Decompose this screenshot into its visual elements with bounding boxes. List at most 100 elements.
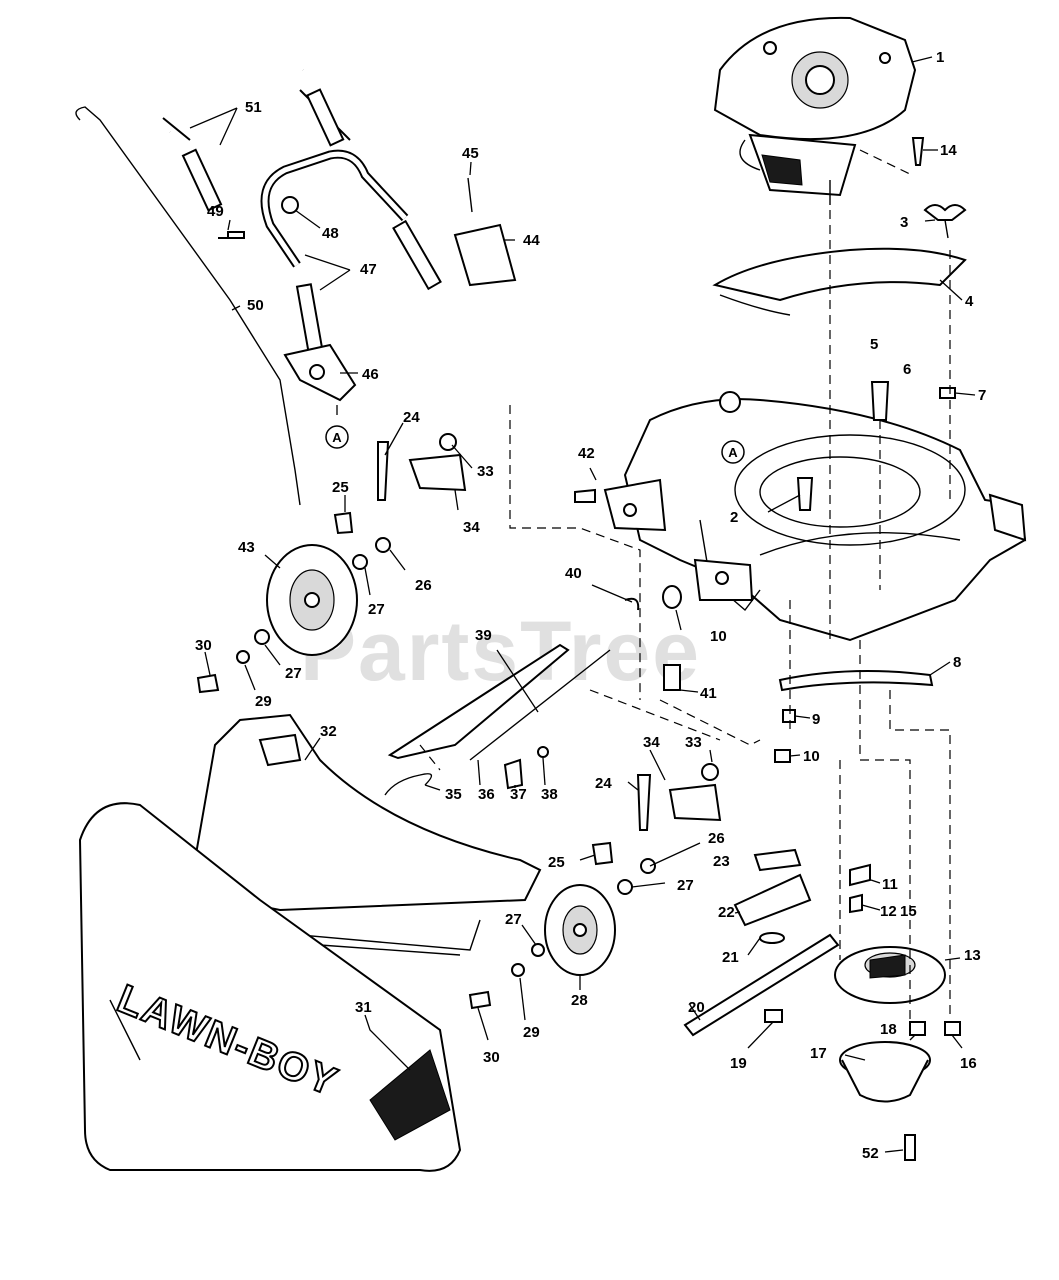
washer-29-upper — [236, 650, 250, 664]
spacer-27-upper — [352, 554, 368, 570]
callout-34-lower: 34 — [643, 734, 660, 751]
spring-35 — [384, 773, 433, 796]
washer-21 — [759, 932, 785, 944]
nut-16 — [944, 1021, 961, 1036]
callout-47: 47 — [360, 261, 377, 278]
callout-42: 42 — [578, 445, 595, 462]
callout-21: 21 — [722, 949, 739, 966]
height-lever-lower — [636, 763, 722, 831]
stiffener-22 — [733, 873, 812, 927]
cup-17 — [839, 1041, 931, 1103]
nut-10-lower — [774, 749, 791, 763]
spacer-26-upper — [375, 537, 391, 553]
baffle-plate — [712, 247, 967, 316]
callout-18: 18 — [880, 1021, 897, 1038]
callout-39: 39 — [475, 627, 492, 644]
handle-bolt — [218, 231, 245, 239]
callout-19: 19 — [730, 1055, 747, 1072]
callout-49: 49 — [207, 203, 224, 220]
bolt-41 — [663, 664, 681, 691]
handle-nut — [281, 196, 299, 214]
wing-nut — [923, 204, 967, 221]
callout-14: 14 — [940, 142, 957, 159]
axle-36 — [469, 649, 611, 761]
bolt-5 — [870, 381, 890, 421]
leader-lines — [189, 56, 976, 1153]
control-rod — [75, 106, 301, 506]
callout-13: 13 — [964, 947, 981, 964]
callout-26-upper: 26 — [415, 577, 432, 594]
callout-27-lower: 27 — [677, 877, 694, 894]
callout-27-hub: 27 — [285, 665, 302, 682]
callout-labels: 1 14 3 4 5 6 7 2 42 8 9 10 10 41 40 39 1… — [195, 49, 986, 1162]
spacer-27-front — [531, 943, 545, 957]
callout-6: 6 — [903, 361, 911, 378]
bolt-9 — [782, 709, 796, 723]
callout-17: 17 — [810, 1045, 827, 1062]
key-12 — [849, 893, 863, 914]
callout-15: 15 — [900, 903, 917, 920]
callout-3: 3 — [900, 214, 908, 231]
callout-30-lower: 30 — [483, 1049, 500, 1066]
callout-9: 9 — [812, 711, 820, 728]
adapter-23 — [753, 848, 802, 872]
callout-22: 22 — [718, 904, 735, 921]
callout-48: 48 — [322, 225, 339, 242]
callout-31: 31 — [355, 999, 372, 1016]
callout-52: 52 — [862, 1145, 879, 1162]
bracket-37 — [503, 758, 524, 790]
callout-28: 28 — [571, 992, 588, 1009]
callout-16: 16 — [960, 1055, 977, 1072]
callout-29-lower: 29 — [523, 1024, 540, 1041]
engine — [713, 16, 917, 205]
grass-bag-31: LAWN-BOY — [78, 802, 462, 1172]
callout-33-lower: 33 — [685, 734, 702, 751]
callout-36: 36 — [478, 786, 495, 803]
callout-37: 37 — [510, 786, 527, 803]
callout-27-upper: 27 — [368, 601, 385, 618]
bolt-25-upper — [333, 511, 354, 535]
bolt-52 — [904, 1134, 916, 1161]
nut-18 — [909, 1021, 926, 1036]
upper-handle — [144, 34, 351, 212]
callout-11: 11 — [882, 876, 898, 893]
callout-23: 23 — [713, 853, 730, 870]
washer-38 — [537, 746, 549, 758]
bolt-14 — [911, 137, 925, 166]
rear-deflector-39 — [387, 643, 570, 760]
spacer-27-lower — [617, 879, 633, 895]
key-11 — [849, 863, 871, 887]
callout-29-upper: 29 — [255, 693, 272, 710]
callout-45: 45 — [462, 145, 479, 162]
blade — [683, 933, 840, 1037]
callout-38: 38 — [541, 786, 558, 803]
nut-10-upper — [662, 585, 682, 609]
callout-24-lower: 24 — [595, 775, 612, 792]
reference-mark-handle: A — [325, 425, 349, 449]
lower-handle — [260, 149, 442, 357]
callout-24-upper: 24 — [403, 409, 420, 426]
callout-10-upper: 10 — [710, 628, 727, 645]
callout-2: 2 — [730, 509, 738, 526]
pin-and-clip — [453, 177, 517, 287]
bolt-30-lower — [468, 990, 492, 1010]
callout-7: 7 — [978, 387, 986, 404]
spacer-26-lower — [640, 858, 656, 874]
callout-40: 40 — [565, 565, 582, 582]
callout-46: 46 — [362, 366, 379, 383]
callout-33-upper: 33 — [477, 463, 494, 480]
callout-41: 41 — [700, 685, 717, 702]
callout-51: 51 — [245, 99, 262, 116]
callout-50: 50 — [247, 297, 264, 314]
watermark: PartsTree — [300, 604, 701, 698]
reference-mark-deck: A — [721, 440, 745, 464]
callout-5: 5 — [870, 336, 878, 353]
callout-26-lower: 26 — [708, 830, 725, 847]
height-lever-upper — [377, 433, 467, 501]
nut-19 — [764, 1009, 783, 1023]
callout-32: 32 — [320, 723, 337, 740]
bolt-30-upper — [196, 673, 220, 694]
callout-34-upper: 34 — [463, 519, 480, 536]
nut-7 — [939, 387, 956, 399]
callout-25-upper: 25 — [332, 479, 349, 496]
